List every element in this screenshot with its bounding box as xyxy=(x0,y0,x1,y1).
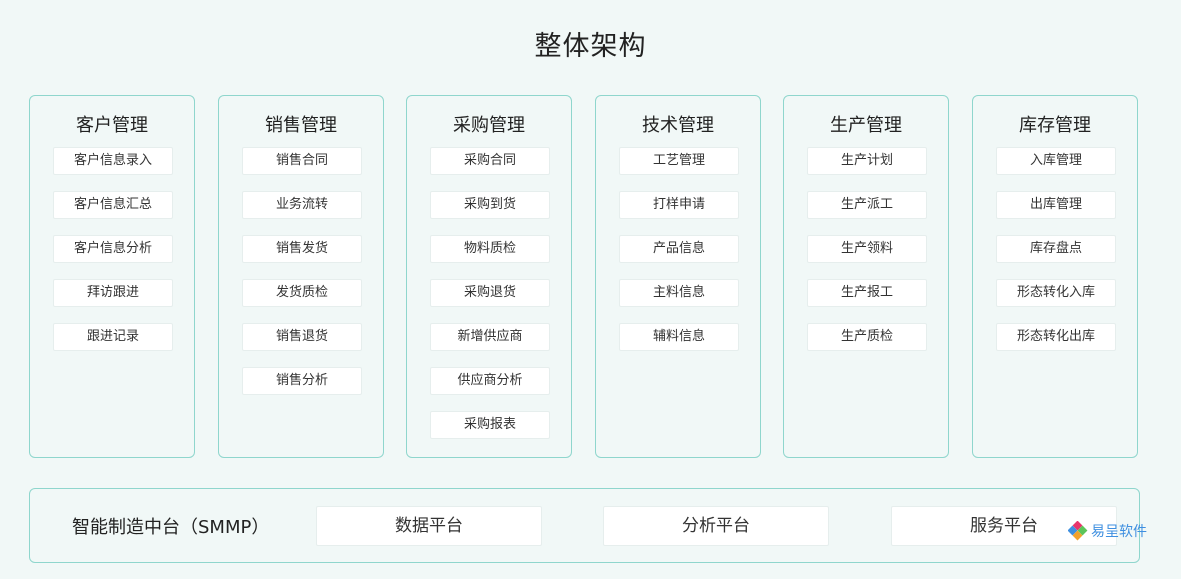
module-item[interactable]: 生产领料 xyxy=(807,235,927,263)
module-item[interactable]: 物料质检 xyxy=(430,235,550,263)
module-item[interactable]: 工艺管理 xyxy=(619,147,739,175)
module-sales: 销售管理 销售合同 业务流转 销售发货 发货质检 销售退货 销售分析 xyxy=(218,95,384,458)
module-item[interactable]: 形态转化出库 xyxy=(996,323,1116,351)
platform-data[interactable]: 数据平台 xyxy=(316,506,542,546)
module-inventory: 库存管理 入库管理 出库管理 库存盘点 形态转化入库 形态转化出库 xyxy=(972,95,1138,458)
module-item[interactable]: 生产派工 xyxy=(807,191,927,219)
module-item[interactable]: 形态转化入库 xyxy=(996,279,1116,307)
module-production: 生产管理 生产计划 生产派工 生产领料 生产报工 生产质检 xyxy=(783,95,949,458)
platform-panel: 智能制造中台（SMMP） 数据平台 分析平台 服务平台 xyxy=(29,488,1140,563)
module-title: 销售管理 xyxy=(265,115,337,136)
brand-logo: 易呈软件 xyxy=(1068,520,1147,542)
platform-label: 智能制造中台（SMMP） xyxy=(72,517,270,538)
module-technology: 技术管理 工艺管理 打样申请 产品信息 主料信息 辅料信息 xyxy=(595,95,761,458)
module-item[interactable]: 拜访跟进 xyxy=(53,279,173,307)
module-item[interactable]: 采购退货 xyxy=(430,279,550,307)
module-item[interactable]: 入库管理 xyxy=(996,147,1116,175)
module-item[interactable]: 客户信息汇总 xyxy=(53,191,173,219)
module-item[interactable]: 出库管理 xyxy=(996,191,1116,219)
module-item[interactable]: 销售退货 xyxy=(242,323,362,351)
module-purchase: 采购管理 采购合同 采购到货 物料质检 采购退货 新增供应商 供应商分析 采购报… xyxy=(406,95,572,458)
logo-icon xyxy=(1068,521,1088,541)
module-item[interactable]: 主料信息 xyxy=(619,279,739,307)
module-item[interactable]: 生产质检 xyxy=(807,323,927,351)
module-item[interactable]: 发货质检 xyxy=(242,279,362,307)
module-title: 生产管理 xyxy=(830,115,902,136)
module-item[interactable]: 采购合同 xyxy=(430,147,550,175)
module-item[interactable]: 销售发货 xyxy=(242,235,362,263)
platform-analysis[interactable]: 分析平台 xyxy=(603,506,829,546)
module-item[interactable]: 跟进记录 xyxy=(53,323,173,351)
module-title: 采购管理 xyxy=(453,115,525,136)
module-item[interactable]: 采购到货 xyxy=(430,191,550,219)
logo-text: 易呈软件 xyxy=(1091,524,1147,540)
module-item[interactable]: 库存盘点 xyxy=(996,235,1116,263)
module-item[interactable]: 打样申请 xyxy=(619,191,739,219)
module-item[interactable]: 销售分析 xyxy=(242,367,362,395)
module-item[interactable]: 生产计划 xyxy=(807,147,927,175)
module-title: 技术管理 xyxy=(642,115,714,136)
module-item[interactable]: 客户信息分析 xyxy=(53,235,173,263)
module-customer: 客户管理 客户信息录入 客户信息汇总 客户信息分析 拜访跟进 跟进记录 xyxy=(29,95,195,458)
page-title: 整体架构 xyxy=(534,31,647,62)
module-item[interactable]: 新增供应商 xyxy=(430,323,550,351)
module-title: 库存管理 xyxy=(1019,115,1091,136)
module-item[interactable]: 销售合同 xyxy=(242,147,362,175)
module-item[interactable]: 采购报表 xyxy=(430,411,550,439)
module-title: 客户管理 xyxy=(76,115,148,136)
module-item[interactable]: 业务流转 xyxy=(242,191,362,219)
module-item[interactable]: 客户信息录入 xyxy=(53,147,173,175)
module-item[interactable]: 供应商分析 xyxy=(430,367,550,395)
module-item[interactable]: 产品信息 xyxy=(619,235,739,263)
module-item[interactable]: 生产报工 xyxy=(807,279,927,307)
module-item[interactable]: 辅料信息 xyxy=(619,323,739,351)
module-row: 客户管理 客户信息录入 客户信息汇总 客户信息分析 拜访跟进 跟进记录 销售管理… xyxy=(29,95,1141,460)
